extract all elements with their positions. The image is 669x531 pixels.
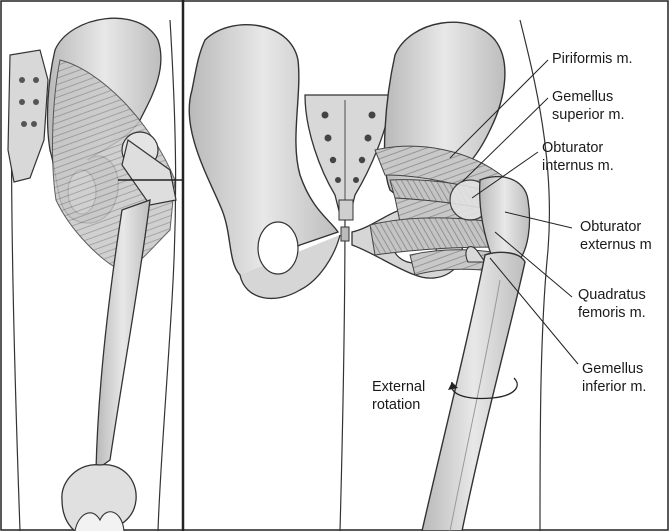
label-quadratus-femoris-line2: femoris m.	[578, 304, 646, 322]
label-obturator-internus-line2: internus m.	[542, 157, 614, 175]
label-external-rotation-line1: External	[372, 378, 425, 396]
label-obturator-externus-line1: Obturator	[580, 218, 652, 236]
label-obturator-internus: Obturator internus m.	[542, 139, 614, 175]
label-external-rotation-line2: rotation	[372, 396, 425, 414]
label-obturator-externus-line2: externus m	[580, 236, 652, 254]
label-quadratus-femoris-line1: Quadratus	[578, 286, 646, 304]
left-panel-hip-lateral	[8, 18, 182, 531]
label-gemellus-inferior-line2: inferior m.	[582, 378, 646, 396]
label-gemellus-superior-line2: superior m.	[552, 106, 625, 124]
label-piriformis-text: Piriformis m.	[552, 50, 633, 68]
right-panel-pelvis-posterior	[189, 20, 578, 531]
label-gemellus-inferior: Gemellus inferior m.	[582, 360, 646, 396]
label-gemellus-superior: Gemellus superior m.	[552, 88, 625, 124]
femur-shaft	[422, 252, 525, 531]
label-piriformis: Piriformis m.	[552, 50, 633, 68]
label-quadratus-femoris: Quadratus femoris m.	[578, 286, 646, 322]
label-obturator-externus: Obturator externus m	[580, 218, 652, 254]
label-gemellus-superior-line1: Gemellus	[552, 88, 625, 106]
label-obturator-internus-line1: Obturator	[542, 139, 614, 157]
label-gemellus-inferior-line1: Gemellus	[582, 360, 646, 378]
label-external-rotation: External rotation	[372, 378, 425, 414]
